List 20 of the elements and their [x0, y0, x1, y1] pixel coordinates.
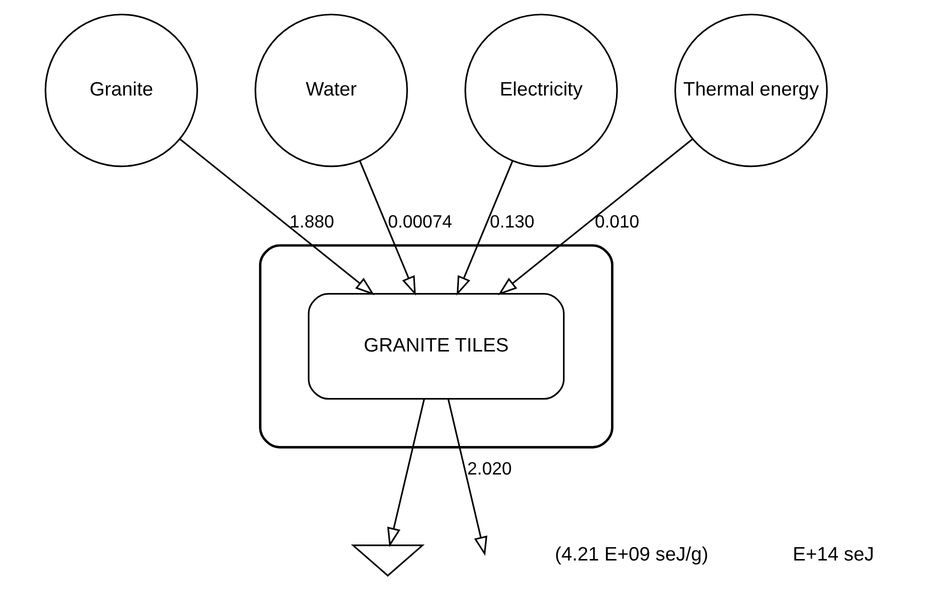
node-circle: Thermal energy [674, 14, 828, 168]
arrow [359, 160, 416, 296]
edge-label: 2.020 [467, 458, 512, 478]
edge-label: 1.880 [290, 211, 334, 232]
cluster [259, 244, 614, 448]
arrow [179, 138, 375, 296]
edge-label: 0.130 [490, 211, 534, 232]
label: E+14 seJ [792, 543, 874, 566]
node-box: GRANITE TILES [308, 293, 565, 400]
node-circle: Granite [44, 14, 198, 168]
node-ground [350, 544, 425, 577]
arrow [456, 160, 514, 296]
edge-label: 0.00074 [388, 211, 452, 232]
node-circle: Electricity [464, 14, 618, 168]
arrow [387, 398, 426, 548]
arrow [447, 398, 488, 556]
arrow [498, 138, 694, 296]
node-circle: Water [254, 14, 408, 168]
label: (4.21 E+09 seJ/g) [554, 543, 708, 566]
edge-label: 0.010 [594, 211, 640, 232]
